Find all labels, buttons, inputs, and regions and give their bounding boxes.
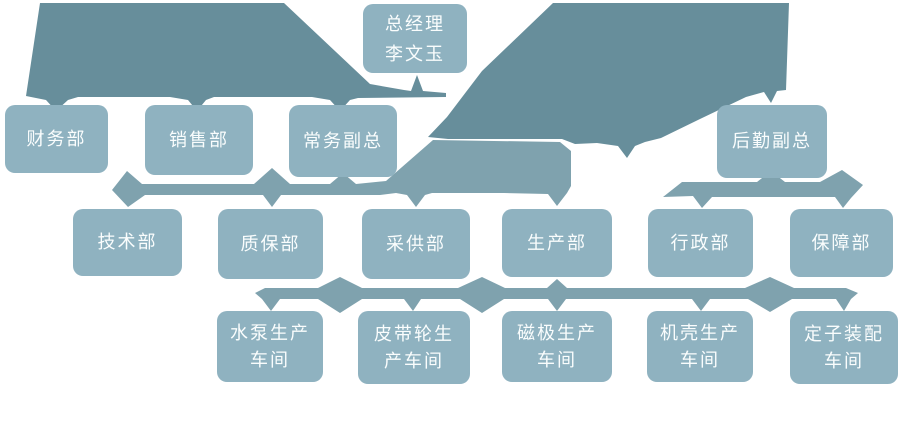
org-node-administration-dept[interactable]: 行政部 [648,209,753,277]
org-node-label: 总经理 李文玉 [385,13,445,64]
org-node-label: 皮带轮生 产车间 [374,323,454,371]
org-node-label: 常务副总 [303,130,383,151]
org-node-label: 财务部 [26,128,87,149]
org-node-procurement-dept[interactable]: 采供部 [362,209,470,279]
org-node-label: 定子装配 车间 [804,323,884,371]
connector-mid-right-band [663,170,863,208]
org-node-casing-workshop[interactable]: 机壳生产 车间 [647,311,753,382]
connector-top-left [26,3,446,111]
org-node-label: 质保部 [240,233,301,254]
org-node-stator-assembly-workshop[interactable]: 定子装配 车间 [790,311,898,384]
connector-top-right [428,3,789,158]
org-node-executive-deputy-gm[interactable]: 常务副总 [289,105,397,177]
org-node-support-dept[interactable]: 保障部 [790,209,893,277]
org-node-general-manager[interactable]: 总经理 李文玉 [363,4,467,73]
org-node-production-dept[interactable]: 生产部 [502,209,612,277]
org-node-pulley-workshop[interactable]: 皮带轮生 产车间 [358,311,470,384]
org-node-label: 行政部 [670,232,731,253]
org-node-label: 技术部 [97,232,158,252]
org-node-sales-dept[interactable]: 销售部 [145,105,253,175]
org-node-magnetic-pole-workshop[interactable]: 磁极生产 车间 [502,311,612,382]
org-node-label: 生产部 [527,232,587,253]
connector-bottom-band [255,277,858,313]
org-node-technology-dept[interactable]: 技术部 [73,209,182,276]
org-node-label: 保障部 [811,232,872,253]
org-node-quality-assurance-dept[interactable]: 质保部 [218,209,323,279]
org-node-label: 磁极生产 车间 [517,322,597,370]
org-node-label: 水泵生产 车间 [230,322,310,370]
org-node-label: 后勤副总 [732,131,812,151]
org-node-logistics-deputy-gm[interactable]: 后勤副总 [717,105,827,178]
org-node-pump-workshop[interactable]: 水泵生产 车间 [217,311,323,382]
org-node-label: 采供部 [386,233,446,254]
org-node-label: 销售部 [169,129,229,150]
org-node-label: 机壳生产 车间 [660,322,740,370]
org-node-finance-dept[interactable]: 财务部 [5,105,108,173]
connector-mid-left-band [112,140,571,207]
